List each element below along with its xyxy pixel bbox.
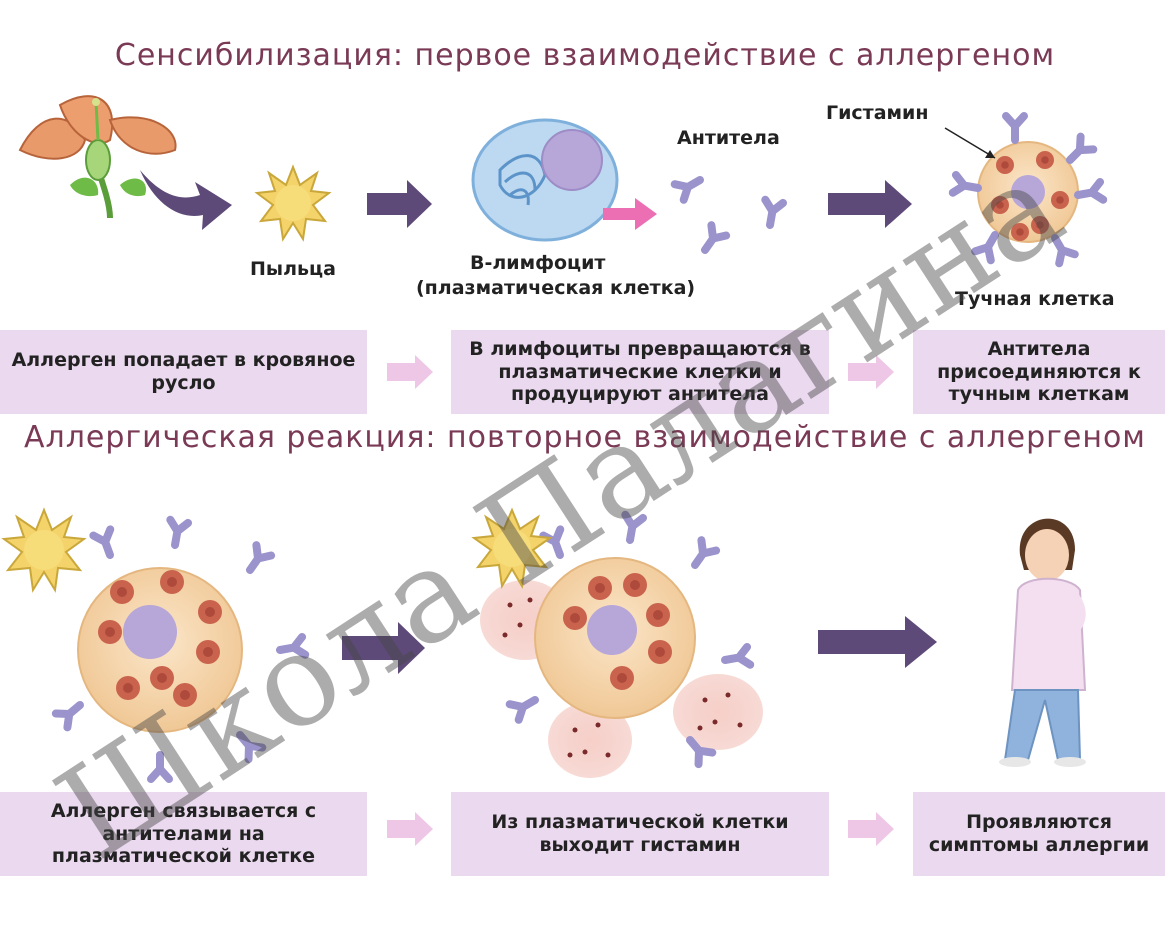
pollen-icon — [471, 507, 553, 589]
histamine-label: Гистамин — [826, 102, 929, 124]
arrow-icon — [603, 198, 657, 230]
person-sneezing-icon — [999, 518, 1087, 767]
plasma-cell-icon — [56, 520, 305, 779]
step-box-4: Аллерген связывается с антителами на пла… — [0, 792, 367, 876]
mast-cell-icon — [953, 116, 1103, 263]
b-lymphocyte-sublabel: (плазматическая клетка) — [416, 277, 696, 299]
arrow-icon — [818, 616, 937, 668]
step-arrow-icon — [387, 355, 433, 389]
step-box-6: Проявляются симптомы аллергии — [913, 792, 1165, 876]
pollen-icon — [1, 507, 87, 593]
pointer-arrow-icon — [985, 150, 995, 158]
pointer-line — [944, 127, 996, 159]
pollen-label: Пыльца — [250, 258, 336, 280]
step-box-3: Антитела присоединяются к тучным клеткам — [913, 330, 1165, 414]
step-arrow-icon — [848, 355, 894, 389]
step-box-2: В лимфоциты превращаются в плазматически… — [451, 330, 829, 414]
pollen-icon — [254, 164, 332, 242]
arrow-icon — [828, 180, 912, 228]
arrow-icon — [342, 622, 425, 674]
step-box-5: Из плазматической клетки выходит гистами… — [451, 792, 829, 876]
step-arrow-icon — [848, 812, 894, 846]
flower-icon — [18, 95, 177, 219]
arrow-icon — [140, 170, 232, 230]
b-lymphocyte-label: В-лимфоцит — [470, 252, 606, 274]
section1-title: Сенсибилизация: первое взаимодействие с … — [114, 38, 1056, 73]
b-lymphocyte-icon — [471, 118, 619, 242]
mast-cell-label: Тучная клетка — [955, 288, 1115, 310]
antibodies-label: Антитела — [677, 127, 780, 149]
section2-title: Аллергическая реакция: повторное взаимод… — [24, 420, 1146, 455]
arrow-icon — [367, 180, 432, 228]
step-arrow-icon — [387, 812, 433, 846]
step-box-1: Аллерген попадает в кровяное русло — [0, 330, 367, 414]
histamine-release-cell-icon — [480, 515, 763, 778]
antibody-icon — [675, 172, 783, 255]
